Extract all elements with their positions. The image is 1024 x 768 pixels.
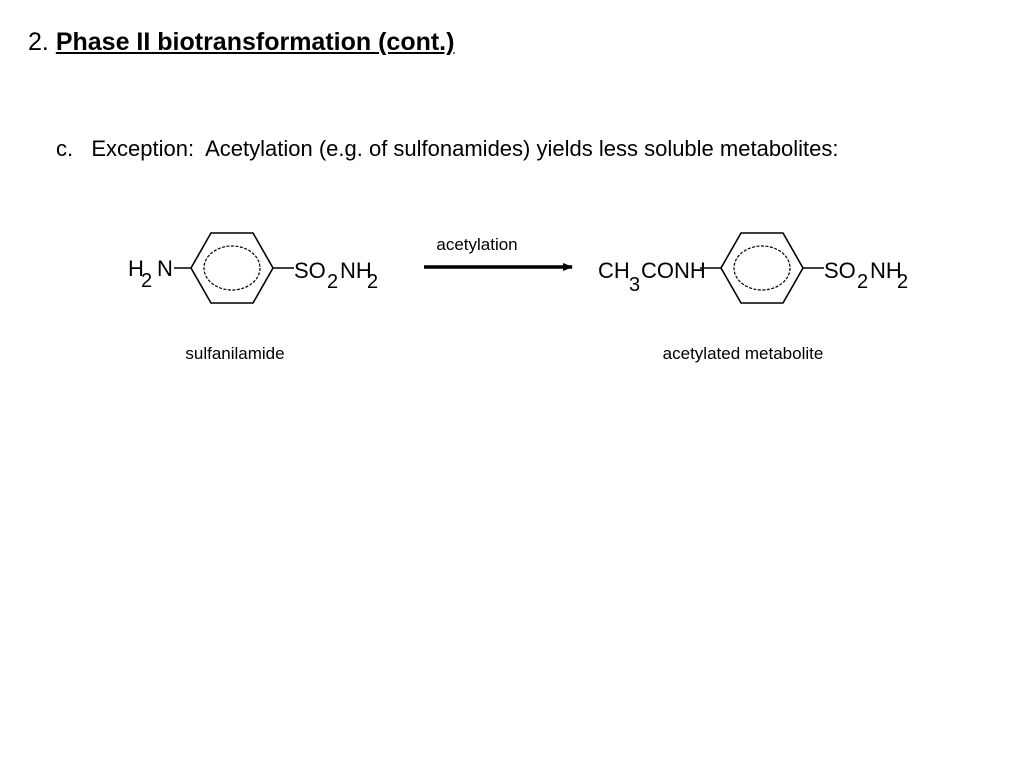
- product-name: acetylated metabolite: [663, 344, 824, 363]
- arrow-label: acetylation: [436, 235, 517, 254]
- reactant-aromatic-circle: [203, 245, 261, 291]
- bullet-text: Exception: Acetylation (e.g. of sulfonam…: [91, 136, 839, 161]
- reaction-scheme: H 2 N SO 2 NH 2 sulfanilamide acetylatio…: [128, 232, 908, 363]
- reactant-right-nh: NH: [340, 258, 372, 283]
- product-right-nh: NH: [870, 258, 902, 283]
- slide-heading: 2. Phase II biotransformation (cont.): [28, 28, 454, 57]
- product-left-ch: CH: [598, 258, 630, 283]
- product-left-conh: CONH: [641, 258, 706, 283]
- product-right-subscript-2: 2: [897, 271, 908, 293]
- reaction-arrow: acetylation: [424, 235, 573, 271]
- product-aromatic-circle: [733, 245, 791, 291]
- product-benzene-ring: [720, 232, 804, 304]
- reactant-right-subscript-2: 2: [367, 271, 378, 293]
- reactant-right-so: SO: [294, 258, 326, 283]
- reactant-left-h: H: [128, 256, 144, 281]
- product-right-so: SO: [824, 258, 856, 283]
- bullet-marker: c.: [56, 136, 74, 161]
- product-left-subscript: 3: [629, 274, 640, 296]
- reactant-benzene-ring: [190, 232, 274, 304]
- slide-number: 2.: [28, 28, 49, 56]
- reactant-molecule: H 2 N SO 2 NH 2 sulfanilamide: [128, 232, 378, 363]
- slide-title: Phase II biotransformation (cont.): [55, 28, 455, 56]
- bullet-item: c. Exception: Acetylation (e.g. of sulfo…: [56, 136, 839, 162]
- reactant-right-subscript-1: 2: [327, 271, 338, 293]
- reactant-name: sulfanilamide: [185, 344, 284, 363]
- reactant-left-n: N: [157, 256, 173, 281]
- product-right-subscript-1: 2: [857, 271, 868, 293]
- product-molecule: CH 3 CONH SO 2 NH 2 acetylated metabolit…: [598, 232, 908, 363]
- reactant-left-subscript: 2: [141, 270, 152, 292]
